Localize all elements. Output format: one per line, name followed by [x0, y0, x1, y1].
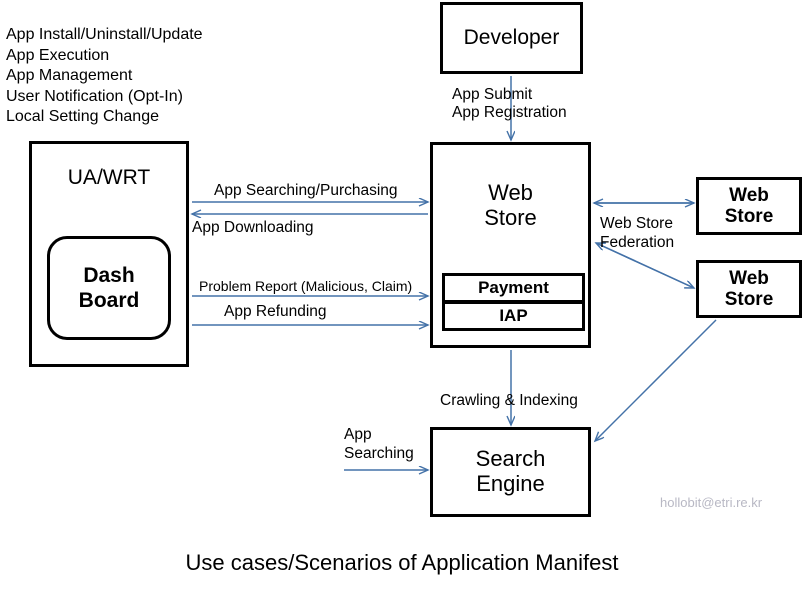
node-web-store-federated-1: Web Store [696, 177, 802, 235]
node-web-store-label-line2: Store [484, 204, 537, 230]
arrow-webstore2-to-search [595, 319, 717, 441]
node-web-store-label-line1: Web [488, 180, 533, 205]
node-iap-label: IAP [499, 306, 528, 326]
node-web-store-federated-1-line1: Web [729, 184, 769, 206]
node-web-store: Web Store Payment IAP [430, 142, 591, 348]
edge-label-app-submit-line2: App Registration [452, 104, 567, 121]
edge-label-web-store-federation-line1: Web Store [600, 215, 673, 232]
node-web-store-federated-1-line2: Store [724, 206, 774, 227]
node-web-store-federated-2-line1: Web [729, 267, 769, 289]
edge-label-app-submit: App Submit App Registration [452, 86, 567, 122]
node-dash-board-label-line2: Board [78, 289, 140, 312]
edge-label-app-refunding: App Refunding [224, 303, 327, 320]
edge-label-app-searching: App Searching [344, 425, 414, 463]
feature-list-item: Local Setting Change [6, 108, 159, 125]
node-web-store-federated-2: Web Store [696, 260, 802, 318]
node-iap: IAP [442, 301, 585, 331]
node-ua-wrt: UA/WRT Dash Board [29, 141, 189, 367]
edge-label-crawling-indexing: Crawling & Indexing [440, 392, 578, 409]
diagram-title: Use cases/Scenarios of Application Manif… [185, 550, 619, 575]
node-ua-wrt-label: UA/WRT [67, 166, 151, 189]
edge-label-app-searching-purchasing: App Searching/Purchasing [214, 182, 398, 199]
node-search-engine-label-line2: Engine [476, 471, 545, 496]
node-payment-label: Payment [478, 278, 549, 298]
node-payment: Payment [442, 273, 585, 303]
node-search-engine: Search Engine [430, 427, 591, 517]
edge-label-app-searching-line1: App [344, 426, 372, 443]
node-dash-board: Dash Board [47, 236, 171, 340]
node-web-store-federated-2-line2: Store [724, 289, 774, 310]
edge-label-web-store-federation-line2: Federation [600, 234, 675, 251]
watermark: hollobit@etri.re.kr [660, 495, 763, 510]
feature-list-item: User Notification (Opt-In) [6, 87, 183, 105]
node-search-engine-label-line1: Search [475, 446, 546, 472]
feature-list-item: App Install/Uninstall/Update [6, 26, 203, 43]
node-developer-label: Developer [463, 26, 560, 50]
feature-list-item: App Management [6, 67, 133, 84]
edge-label-problem-report: Problem Report (Malicious, Claim) [199, 278, 413, 294]
edge-label-web-store-federation: Web Store Federation [600, 214, 674, 252]
edge-label-app-searching-line2: Searching [344, 445, 414, 462]
node-developer: Developer [440, 2, 583, 74]
feature-list-item: App Execution [6, 46, 110, 64]
edge-label-app-downloading: App Downloading [192, 219, 314, 236]
edge-label-app-submit-line1: App Submit [452, 86, 533, 103]
node-dash-board-label-line1: Dash [83, 263, 135, 287]
feature-list: App Install/Uninstall/Update App Executi… [6, 25, 203, 128]
